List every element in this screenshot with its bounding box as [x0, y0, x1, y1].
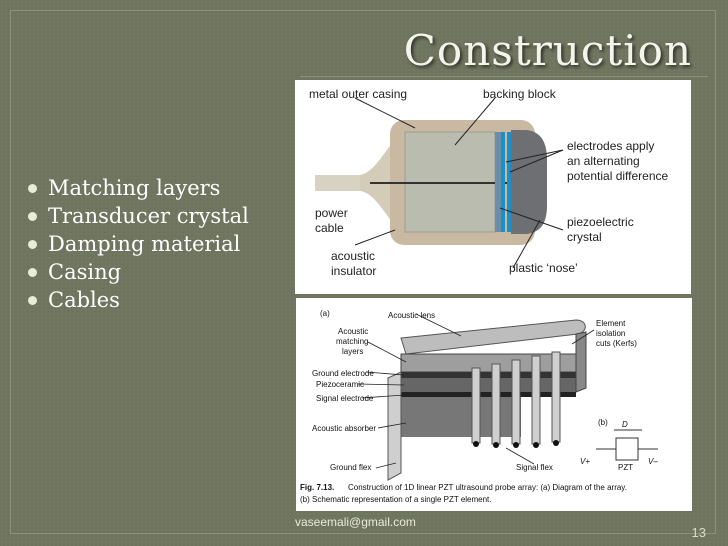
label-element-isolation: Element — [596, 319, 626, 328]
electrode-shape — [507, 132, 511, 232]
caption-figure-number: Fig. 7.13. — [300, 483, 334, 492]
label-plastic-nose: plastic ‘nose’ — [509, 261, 578, 275]
label-acoustic-absorber: Acoustic absorber — [312, 424, 376, 433]
label-electrodes: electrodes apply — [567, 139, 654, 153]
bullet-icon — [28, 240, 37, 249]
bullet-icon — [28, 296, 37, 305]
leader-lines — [354, 97, 564, 269]
svg-text:layers: layers — [342, 347, 363, 356]
transducer-diagram-svg: metal outer casing backing block electro… — [309, 87, 669, 278]
electrode-shape — [501, 132, 505, 232]
page-number: 13 — [691, 525, 706, 540]
slide-title: Construction — [403, 26, 692, 75]
svg-text:isolation: isolation — [596, 329, 625, 338]
label-v-plus: V+ — [580, 457, 590, 466]
plastic-nose-shape — [511, 130, 547, 234]
svg-text:cuts (Kerfs): cuts (Kerfs) — [596, 339, 637, 348]
inset-b — [596, 428, 684, 473]
absorber-shape — [401, 397, 521, 437]
pzt-array-diagram-svg: (a) Acoustic lens Acoustic matching laye… — [300, 309, 684, 504]
label-piezoelectric-crystal: piezoelectric — [567, 215, 634, 229]
bullet-icon — [28, 184, 37, 193]
slide-frame — [10, 10, 716, 534]
svg-text:an alternating: an alternating — [567, 154, 640, 168]
svg-text:matching: matching — [336, 337, 368, 346]
ground-electrode-shape — [401, 372, 576, 378]
label-signal-flex: Signal flex — [516, 463, 553, 472]
bullet-item: Transducer crystal — [28, 204, 288, 228]
label-acoustic-lens: Acoustic lens — [388, 311, 435, 320]
label-signal-electrode: Signal electrode — [316, 394, 374, 403]
label-piezoceramic: Piezoceramic — [316, 380, 364, 389]
title-divider — [300, 76, 708, 77]
svg-text:cable: cable — [315, 221, 344, 235]
caption-line-1: Construction of 1D linear PZT ultrasound… — [348, 483, 627, 492]
bullet-icon — [28, 212, 37, 221]
acoustic-lens-shape — [400, 319, 586, 355]
label-dimension-d: D — [622, 420, 628, 429]
label-panel-a: (a) — [320, 309, 330, 318]
label-ground-electrode: Ground electrode — [312, 369, 374, 378]
signal-electrode-shape — [401, 392, 576, 397]
bullet-list: Matching layers Transducer crystal Dampi… — [28, 176, 288, 316]
transducer-diagram: metal outer casing backing block electro… — [295, 80, 691, 294]
caption-line-2: (b) Schematic representation of a single… — [300, 495, 492, 504]
piezoceramic-shape — [401, 378, 576, 392]
power-cable-shape — [315, 175, 360, 191]
label-v-minus: V– — [648, 457, 658, 466]
bullet-item: Casing — [28, 260, 288, 284]
label-power-cable: power — [315, 206, 348, 220]
crystal-shape — [495, 132, 501, 232]
label-panel-b: (b) — [598, 418, 608, 427]
label-metal-outer-casing: metal outer casing — [309, 87, 407, 101]
label-acoustic-insulator: acoustic — [331, 249, 375, 263]
footer-email: vaseemali@gmail.com — [295, 515, 416, 529]
svg-text:potential difference: potential difference — [567, 169, 669, 183]
svg-text:insulator: insulator — [331, 264, 376, 278]
label-backing-block: backing block — [483, 87, 557, 101]
leader-lines — [357, 313, 595, 469]
label-pzt: PZT — [618, 463, 633, 472]
pzt-element-shape — [615, 437, 639, 461]
bullet-item: Matching layers — [28, 176, 288, 200]
bullet-item: Damping material — [28, 232, 288, 256]
svg-text:crystal: crystal — [567, 230, 602, 244]
bullet-item: Cables — [28, 288, 288, 312]
pzt-array-diagram: (a) Acoustic lens Acoustic matching laye… — [296, 298, 692, 511]
label-ground-flex: Ground flex — [330, 463, 371, 472]
ground-flex-shape — [387, 371, 402, 481]
label-matching-layers: Acoustic — [338, 327, 368, 336]
matching-layer-shape — [400, 353, 577, 373]
bullet-icon — [28, 268, 37, 277]
signal-flex-strips — [471, 351, 561, 448]
